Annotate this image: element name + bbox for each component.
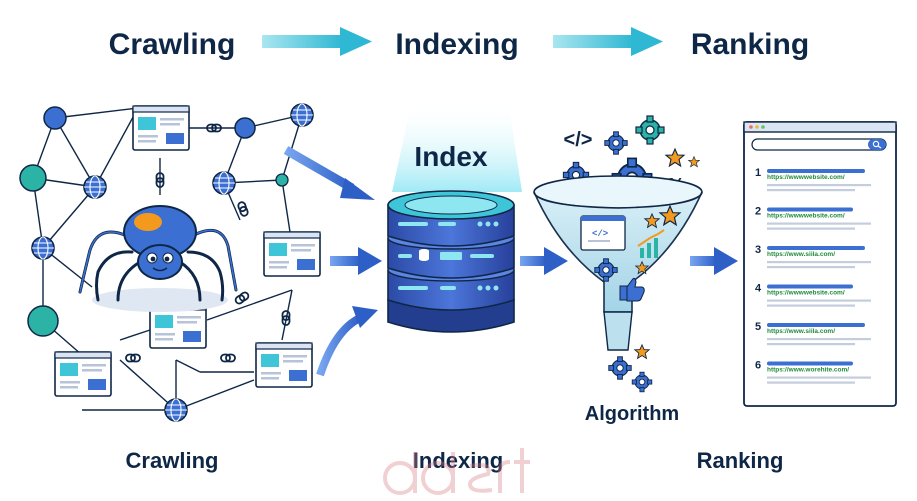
algorithm-funnel: </> % </> bbox=[533, 115, 703, 425]
result-url[interactable]: https://wwwwebsite.com/ bbox=[767, 290, 845, 297]
globe-icon bbox=[290, 103, 314, 127]
algorithm-to-ranking-arrow bbox=[690, 247, 738, 275]
results-search-bar[interactable] bbox=[751, 138, 887, 151]
gear-icon bbox=[608, 356, 632, 380]
watermark-logo bbox=[383, 448, 530, 495]
search-result-item[interactable]: 6 https://www.worehite.com/ bbox=[755, 360, 871, 384]
svg-text:</>: </> bbox=[592, 229, 608, 239]
star-icon bbox=[688, 156, 700, 168]
star-icon bbox=[665, 148, 685, 167]
result-snippet-line bbox=[767, 189, 855, 192]
network-node bbox=[275, 173, 289, 187]
result-title-bar bbox=[767, 246, 865, 250]
globe-icon bbox=[31, 236, 55, 260]
network-node bbox=[19, 164, 47, 192]
code-icon: </> bbox=[564, 129, 593, 151]
result-rank: 1 bbox=[755, 167, 761, 179]
index-label: Index bbox=[414, 141, 488, 172]
chain-link-icon bbox=[233, 290, 251, 306]
result-rank: 4 bbox=[755, 283, 762, 295]
crawl-network bbox=[19, 103, 321, 422]
gear-icon bbox=[631, 371, 653, 393]
network-node bbox=[234, 117, 256, 139]
search-result-item[interactable]: 3 https://www.siila.com/ bbox=[755, 244, 871, 269]
result-snippet-line bbox=[767, 381, 855, 384]
result-url[interactable]: https://www.siila.com/ bbox=[767, 328, 835, 335]
gear-icon bbox=[635, 115, 665, 145]
database-icon bbox=[419, 249, 429, 261]
search-result-item[interactable]: 1 https://wwwwebsite.com/ bbox=[755, 167, 871, 192]
result-title-bar bbox=[767, 323, 865, 327]
result-snippet-line bbox=[767, 184, 871, 187]
footer-step-ranking: Ranking bbox=[697, 448, 784, 473]
index-database: Index bbox=[387, 100, 522, 333]
search-result-item[interactable]: 4 https://wwwwebsite.com/ bbox=[755, 283, 871, 307]
chain-link-icon bbox=[125, 353, 141, 363]
result-title-bar bbox=[767, 361, 853, 366]
result-url[interactable]: https://wwwwebsite.com/ bbox=[767, 174, 845, 181]
result-snippet-line bbox=[767, 222, 871, 225]
crawl-to-index-arrows bbox=[283, 146, 382, 377]
search-icon bbox=[872, 140, 882, 149]
network-node bbox=[27, 305, 59, 337]
chain-link-icon bbox=[236, 200, 250, 218]
result-title-bar bbox=[767, 207, 853, 212]
index-glow bbox=[392, 100, 522, 192]
search-result-item[interactable]: 2 https://wwwwebsite.com/ bbox=[755, 206, 871, 230]
result-snippet-line bbox=[767, 227, 855, 230]
network-node bbox=[43, 106, 67, 130]
webpage-icon bbox=[255, 342, 313, 388]
result-rank: 6 bbox=[755, 360, 761, 372]
webpage-icon bbox=[132, 105, 190, 151]
code-window-icon: </> bbox=[580, 215, 626, 251]
gear-icon bbox=[604, 131, 628, 155]
index-to-algorithm-arrow bbox=[520, 247, 568, 275]
footer-step-indexing: Indexing bbox=[413, 448, 503, 473]
chain-link-icon bbox=[220, 353, 236, 363]
header-step-crawling: Crawling bbox=[109, 28, 236, 61]
globe-icon bbox=[83, 175, 107, 199]
result-snippet-line bbox=[767, 304, 855, 307]
search-result-item[interactable]: 5 https://www.siila.com/ bbox=[755, 321, 871, 346]
footer-step-crawling: Crawling bbox=[126, 448, 219, 473]
result-url[interactable]: https://www.worehite.com/ bbox=[767, 367, 849, 374]
result-snippet-line bbox=[767, 299, 871, 302]
result-rank: 3 bbox=[755, 244, 761, 256]
header-step-indexing: Indexing bbox=[395, 28, 518, 61]
result-rank: 2 bbox=[755, 206, 761, 218]
header-arrow-1 bbox=[262, 27, 372, 56]
star-icon bbox=[634, 344, 650, 359]
result-snippet-line bbox=[767, 343, 855, 346]
webpage-icon bbox=[263, 231, 321, 277]
result-title-bar bbox=[767, 284, 853, 289]
bar-chart-icon bbox=[637, 229, 665, 258]
result-snippet-line bbox=[767, 266, 855, 269]
result-rank: 5 bbox=[755, 321, 761, 333]
result-title-bar bbox=[767, 169, 865, 173]
search-results-page: 1 https://wwwwebsite.com/2 https://wwwwebs… bbox=[743, 121, 897, 407]
result-url[interactable]: https://www.siila.com/ bbox=[767, 251, 835, 258]
globe-icon bbox=[164, 398, 188, 422]
result-snippet-line bbox=[767, 338, 871, 341]
algorithm-label: Algorithm bbox=[585, 403, 679, 425]
result-snippet-line bbox=[767, 376, 871, 379]
result-url[interactable]: https://wwwwebsite.com/ bbox=[767, 213, 845, 220]
thumbs-up-icon bbox=[619, 277, 645, 302]
result-list: 1 https://wwwwebsite.com/2 https://wwwwebs… bbox=[755, 167, 871, 384]
globe-icon bbox=[212, 171, 236, 195]
header-arrow-2 bbox=[553, 27, 663, 56]
header-step-ranking: Ranking bbox=[691, 28, 809, 61]
webpage-icon bbox=[54, 351, 112, 397]
spider-icon bbox=[78, 205, 238, 312]
result-snippet-line bbox=[767, 261, 871, 264]
